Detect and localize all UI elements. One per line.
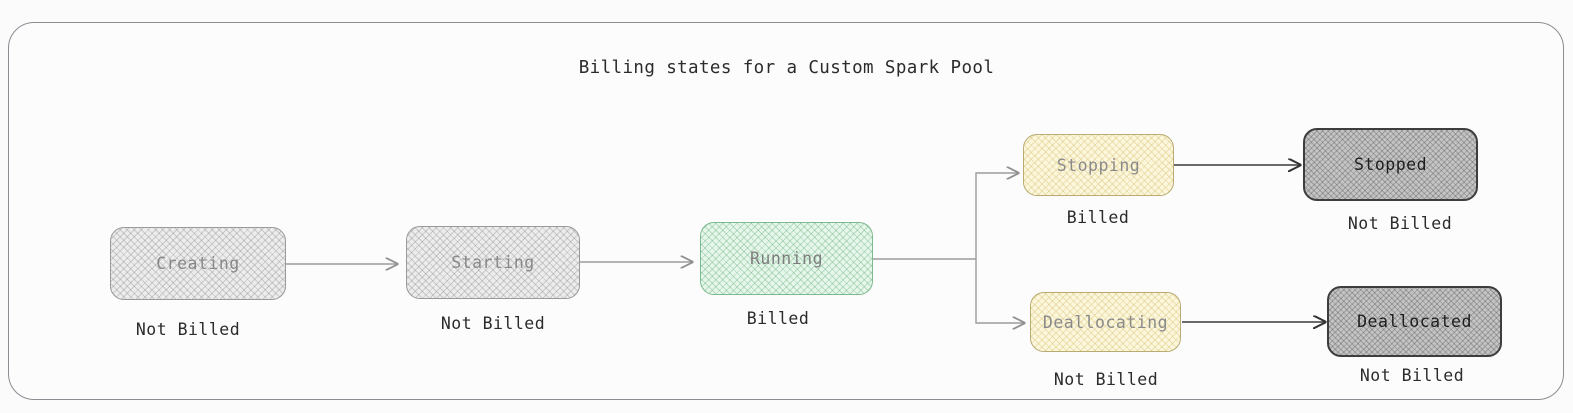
diagram-frame	[8, 22, 1564, 400]
state-node-running[interactable]: Running	[700, 222, 873, 295]
edge-running-deallocating	[975, 259, 1024, 323]
state-label-running: Running	[749, 249, 824, 268]
edge-running-stopping	[975, 173, 1018, 259]
state-label-stopped: Stopped	[1353, 155, 1428, 174]
state-label-starting: Starting	[451, 253, 535, 272]
state-label-creating: Creating	[156, 254, 240, 273]
billing-caption-deallocating: Not Billed	[1053, 370, 1159, 389]
state-node-stopping[interactable]: Stopping	[1023, 134, 1174, 196]
billing-caption-running: Billed	[746, 309, 810, 328]
state-label-stopping: Stopping	[1056, 155, 1141, 175]
state-node-creating[interactable]: Creating	[110, 227, 286, 300]
state-node-deallocated[interactable]: Deallocated	[1327, 286, 1502, 357]
state-label-deallocating: Deallocating	[1042, 312, 1169, 332]
state-node-stopped[interactable]: Stopped	[1303, 128, 1478, 201]
state-node-starting[interactable]: Starting	[406, 226, 580, 299]
diagram-title: Billing states for a Custom Spark Pool	[578, 58, 995, 78]
billing-caption-deallocated: Not Billed	[1359, 366, 1465, 385]
billing-caption-stopped: Not Billed	[1347, 214, 1453, 233]
billing-caption-creating: Not Billed	[135, 320, 241, 339]
state-node-deallocating[interactable]: Deallocating	[1030, 292, 1181, 352]
billing-caption-stopping: Billed	[1066, 208, 1130, 227]
billing-caption-starting: Not Billed	[440, 314, 546, 333]
state-label-deallocated: Deallocated	[1357, 312, 1472, 331]
